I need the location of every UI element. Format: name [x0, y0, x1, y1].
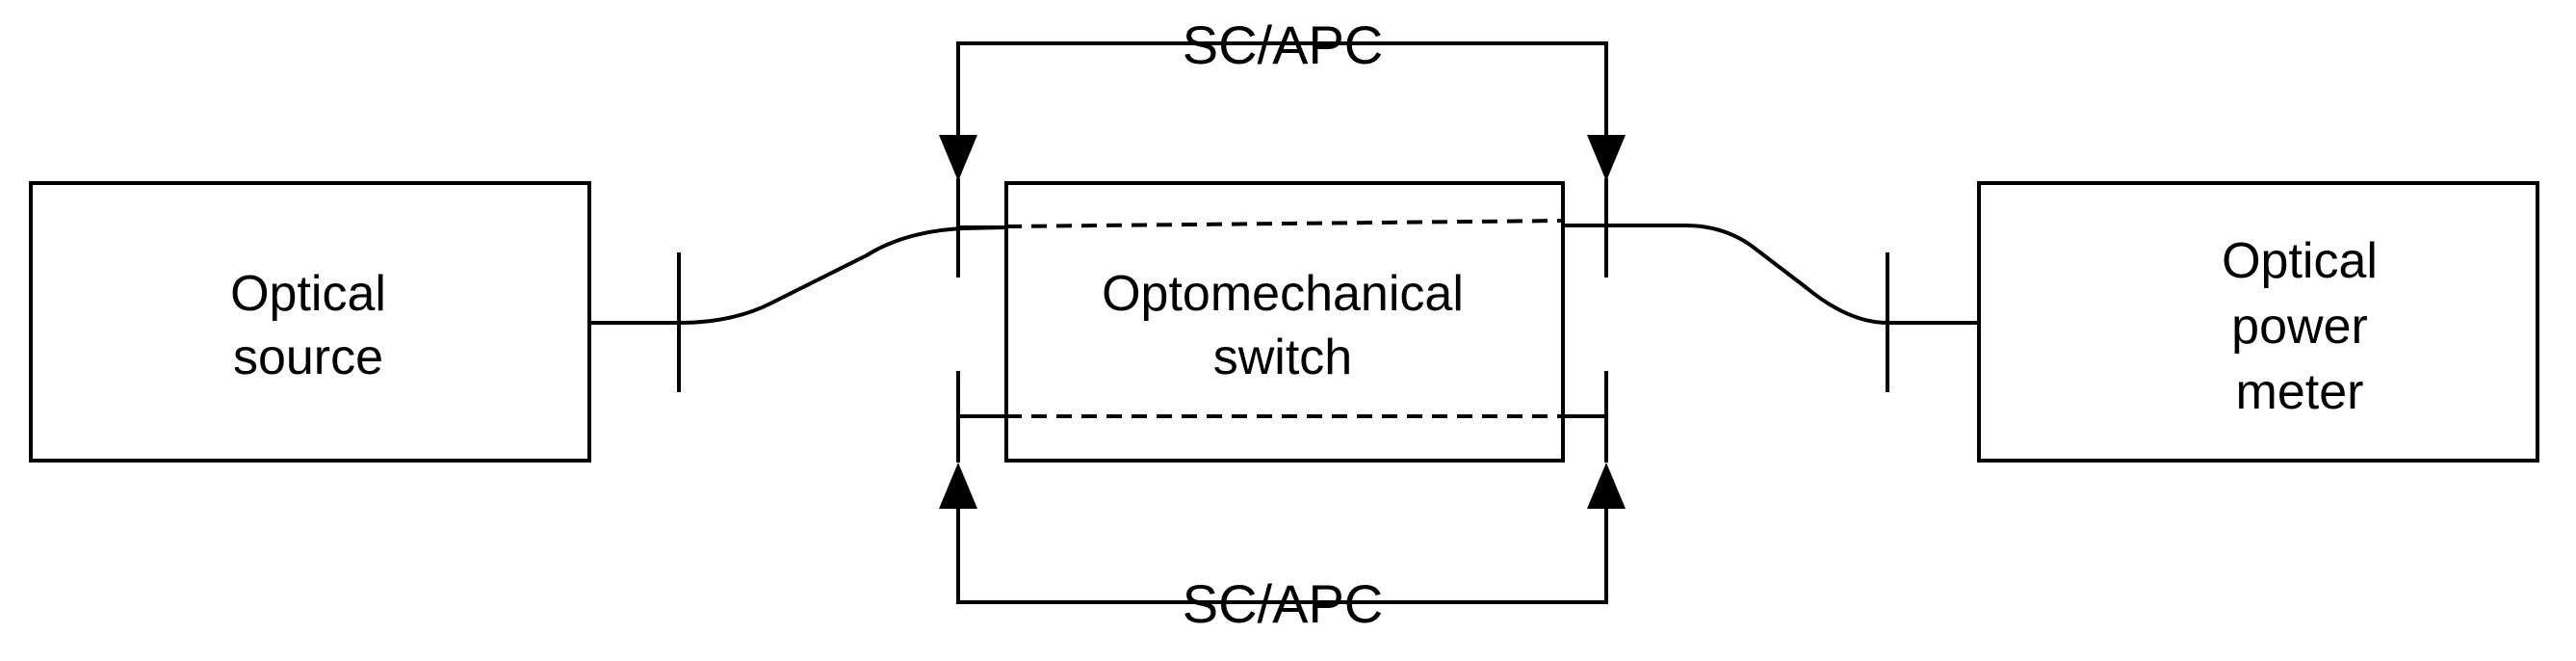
bottom-sc-apc-label: SC/APC: [1183, 573, 1384, 634]
bottom-left-arrowhead: [939, 463, 977, 509]
source-to-switch-fiber: [589, 225, 1007, 325]
top-right-arrowhead: [1587, 135, 1626, 181]
top-sc-apc-bracket: [956, 41, 1608, 135]
optical-source-label-line-1: Optical: [230, 266, 386, 322]
top-sc-apc-label: SC/APC: [1183, 14, 1384, 75]
switch-to-meter-fiber: [1563, 224, 1979, 325]
optical-power-meter-box: [1977, 181, 2539, 463]
optical-source-box: [29, 181, 591, 463]
meter-label-line-3: meter: [2236, 364, 2364, 420]
meter-label-line-2: power: [2231, 299, 2368, 355]
switch-label-line-1: Optomechanical: [1102, 266, 1464, 322]
switch-path-top: [1005, 219, 1564, 228]
optical-source-label-line-2: source: [233, 330, 383, 385]
meter-label-line-1: Optical: [2222, 233, 2378, 289]
switch-label-line-2: switch: [1213, 330, 1352, 385]
bottom-sc-apc-bracket: [956, 509, 1608, 604]
top-left-arrowhead: [939, 135, 977, 181]
bottom-right-arrowhead: [1587, 463, 1626, 509]
